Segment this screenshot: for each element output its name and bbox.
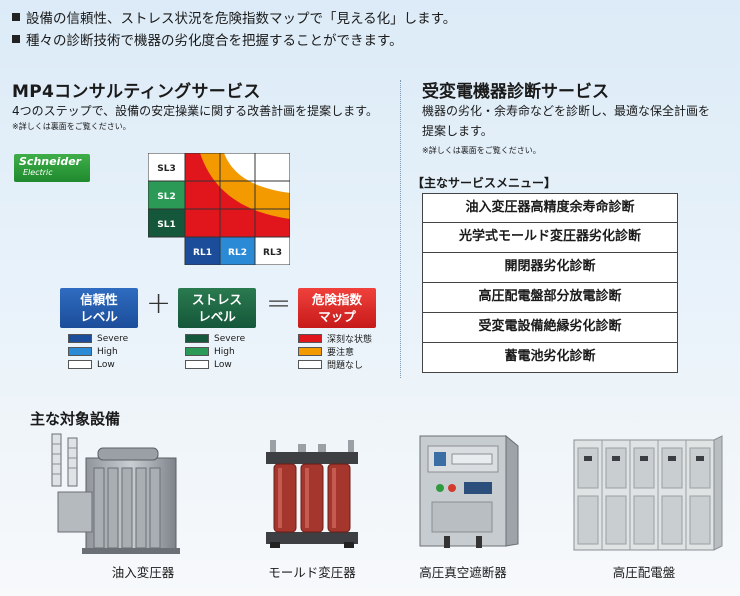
mp4-subtitle: 4つのステップで、設備の安定操業に関する改善計画を提案します。 — [12, 104, 378, 118]
mp4-title: MP4コンサルティングサービス — [12, 82, 261, 102]
service-menu-item: 光学式モールド変圧器劣化診断 — [422, 223, 678, 253]
bullet-2: 種々の診断技術で機器の劣化度合を把握することができます。 — [12, 30, 456, 52]
stress-legend: Severe High Low — [185, 332, 245, 371]
bullet-square-icon — [12, 13, 20, 21]
reliability-level-box: 信頼性 レベル — [60, 288, 138, 328]
service-menu-item: 受変電設備絶縁劣化診断 — [422, 313, 678, 343]
service-menu-item: 開閉器劣化診断 — [422, 253, 678, 283]
plus-sign: + — [146, 286, 172, 321]
molded-transformer-image — [266, 440, 358, 548]
mp4-note: ※詳しくは裏面をご覧ください。 — [12, 122, 131, 131]
matrix-col-label: RL1 — [193, 248, 212, 258]
legend-swatch — [298, 360, 322, 369]
equals-sign: = — [266, 286, 292, 321]
equipment-caption: モールド変圧器 — [268, 565, 356, 580]
matrix-col-label: RL3 — [263, 248, 282, 258]
matrix-col-label-cell — [219, 236, 256, 265]
matrix-col-label: RL2 — [228, 248, 247, 258]
oil-transformer-image — [51, 433, 180, 554]
service-menu-item: 高圧配電盤部分放電診断 — [422, 283, 678, 313]
diagnosis-note: ※詳しくは裏面をご覧ください。 — [422, 146, 541, 155]
risk-matrix: SL3 SL2 SL1 RL1 RL2 RL3 — [148, 153, 290, 265]
intro-bullets: 設備の信頼性、ストレス状況を危険指数マップで「見える化」します。 種々の診断技術… — [12, 8, 456, 52]
logo-line-2: Electric — [23, 168, 53, 177]
matrix-row-label-cell — [148, 208, 186, 238]
bullet-1: 設備の信頼性、ストレス状況を危険指数マップで「見える化」します。 — [12, 8, 456, 30]
matrix-row-label: SL3 — [157, 164, 175, 174]
legend-swatch — [68, 334, 92, 343]
schneider-logo: Schneider Electric — [14, 154, 90, 182]
legend-swatch — [68, 360, 92, 369]
legend-swatch — [185, 334, 209, 343]
legend-swatch — [298, 334, 322, 343]
legend-swatch — [298, 347, 322, 356]
stress-level-box: ストレス レベル — [178, 288, 256, 328]
matrix-row-label: SL1 — [157, 220, 175, 230]
service-menu-header: 【主なサービスメニュー】 — [412, 176, 557, 190]
equipment-caption: 油入変圧器 — [111, 565, 175, 580]
switchboard-image — [573, 435, 723, 551]
service-menu: 油入変圧器高精度余寿命診断 光学式モールド変圧器劣化診断 開閉器劣化診断 高圧配… — [422, 193, 678, 373]
equipment-title: 主な対象設備 — [30, 410, 121, 428]
equipment-caption: 高圧真空遮断器 — [419, 565, 507, 580]
vacuum-breaker-image — [419, 434, 519, 548]
diagnosis-title: 受変電機器診断サービス — [422, 82, 609, 102]
service-menu-item: 油入変圧器高精度余寿命診断 — [422, 193, 678, 223]
reliability-legend: Severe High Low — [68, 332, 128, 371]
matrix-row-label: SL2 — [157, 192, 175, 202]
risk-map-box: 危険指数 マップ — [298, 288, 376, 328]
matrix-row-label-cell — [148, 180, 186, 210]
section-divider — [400, 80, 401, 378]
legend-swatch — [185, 360, 209, 369]
matrix-col-label-cell — [184, 236, 221, 265]
diagnosis-subtitle: 機器の劣化・余寿命などを診断し、最適な保全計画を 提案します。 — [422, 104, 711, 138]
bullet-square-icon — [12, 35, 20, 43]
legend-swatch — [185, 347, 209, 356]
risk-legend: 深刻な状態 要注意 問題なし — [298, 332, 372, 371]
equipment-caption: 高圧配電盤 — [612, 565, 676, 580]
legend-swatch — [68, 347, 92, 356]
logo-line-1: Schneider — [19, 155, 82, 168]
service-menu-item: 蓄電池劣化診断 — [422, 343, 678, 373]
matrix-low-zone — [224, 153, 290, 193]
